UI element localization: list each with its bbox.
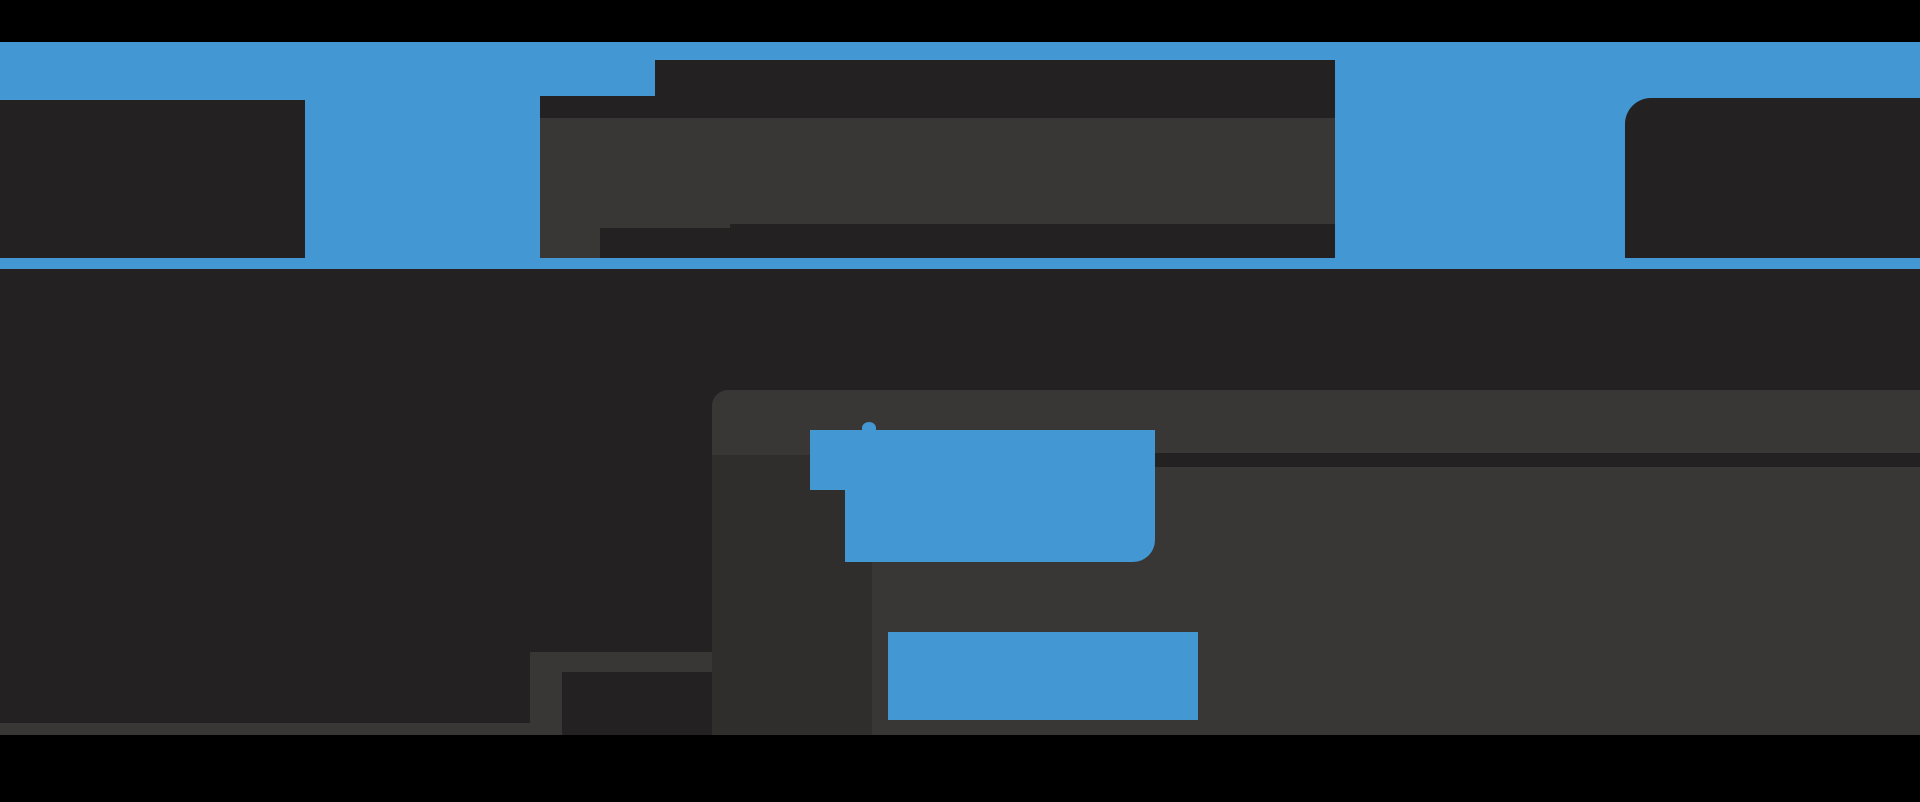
accent-highlight-upper-dot [862,422,876,434]
glyph-block-center-top [655,60,1335,96]
panel-notch-rule [0,723,530,735]
glyph-block-left [0,100,305,258]
panel-notch-inner [562,672,712,735]
body-left-column-secondary [449,269,712,652]
letterbox-band-top [0,0,1920,42]
accent-highlight-lower-cap [888,632,993,640]
panel-right-block [1380,390,1613,585]
accent-highlight-upper-body[interactable] [845,430,1155,562]
body-left-column [0,269,367,735]
glyph-block-right [1625,98,1920,268]
panel-separator-right [1168,453,1920,467]
accent-horizontal-rule [0,258,1920,269]
accent-highlight-lower-button[interactable] [888,632,1198,720]
glyph-block-center-underline [600,228,1200,262]
letterbox-band-bottom [0,735,1920,802]
